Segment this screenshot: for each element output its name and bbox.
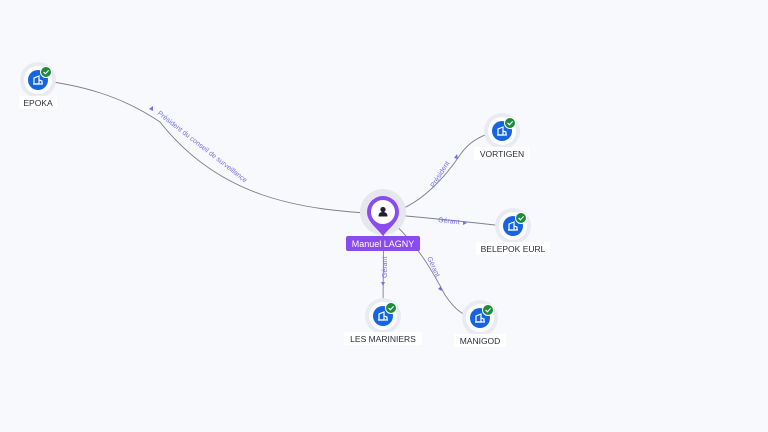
building-icon	[508, 221, 518, 231]
building-icon	[497, 126, 507, 136]
arrow-manigod	[438, 286, 442, 291]
company-label: BELEPOK EURL	[481, 244, 546, 254]
check-icon	[504, 117, 516, 129]
arrow-belepok	[463, 221, 467, 225]
check-icon	[482, 304, 494, 316]
company-node-vortigen[interactable]: VORTIGEN	[474, 113, 530, 160]
building-icon	[33, 75, 43, 85]
edge-label-manigod: Gérant	[425, 256, 440, 278]
building-icon	[378, 311, 388, 321]
edge-epoka	[37, 79, 384, 215]
arrow-epoka	[149, 106, 153, 111]
edge-label-mariniers: Gérant	[382, 257, 389, 278]
edge-label-vortigen: Président	[430, 160, 452, 189]
check-icon	[515, 212, 527, 224]
company-label: VORTIGEN	[480, 149, 524, 159]
company-label: LES MARINIERS	[350, 334, 416, 344]
edge-arrows	[149, 106, 467, 291]
person-icon	[378, 206, 388, 217]
building-icon	[475, 313, 485, 323]
company-label: MANIGOD	[460, 336, 501, 346]
check-icon	[385, 302, 397, 314]
arrow-vortigen	[454, 154, 458, 159]
company-node-epoka[interactable]: EPOKA	[19, 62, 57, 109]
person-name: Manuel LAGNY	[352, 239, 415, 249]
check-icon	[40, 66, 52, 78]
company-label: EPOKA	[23, 98, 53, 108]
edge-label-belepok: Gérant	[438, 217, 460, 226]
company-node-belepok[interactable]: BELEPOK EURL	[476, 208, 550, 255]
person-label-bg	[346, 236, 420, 251]
person-node[interactable]: Manuel LAGNY	[346, 189, 420, 251]
edges	[37, 79, 513, 319]
company-node-mariniers[interactable]: LES MARINIERS	[344, 298, 422, 345]
arrow-mariniers	[381, 282, 385, 286]
edge-label-epoka: Président du conseil de surveillance	[156, 110, 248, 184]
company-node-manigod[interactable]: MANIGOD	[454, 300, 506, 347]
